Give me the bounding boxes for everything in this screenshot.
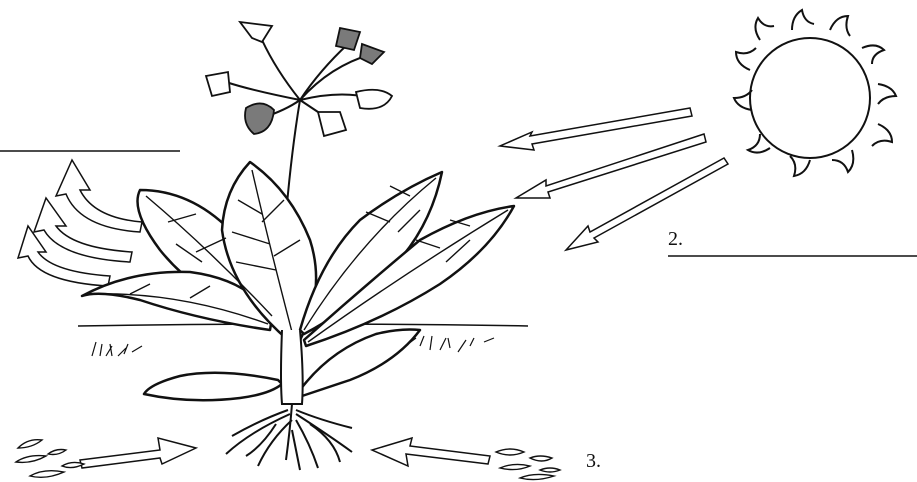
label-light: 2.: [668, 228, 683, 251]
light-arrows: [500, 108, 728, 250]
label-water: 3.: [586, 450, 601, 473]
plant-stem: [281, 330, 303, 404]
sun-icon: [734, 10, 896, 176]
arrow-icon: [372, 438, 490, 466]
arrow-icon: [500, 108, 692, 150]
roots-icon: [226, 404, 352, 470]
transpiration-arrows: [18, 160, 142, 286]
flower-icon: [206, 22, 392, 136]
arrow-icon: [80, 438, 196, 468]
water-arrows: [80, 438, 490, 468]
leaf-icon: [144, 373, 282, 400]
arrow-icon: [56, 160, 142, 232]
